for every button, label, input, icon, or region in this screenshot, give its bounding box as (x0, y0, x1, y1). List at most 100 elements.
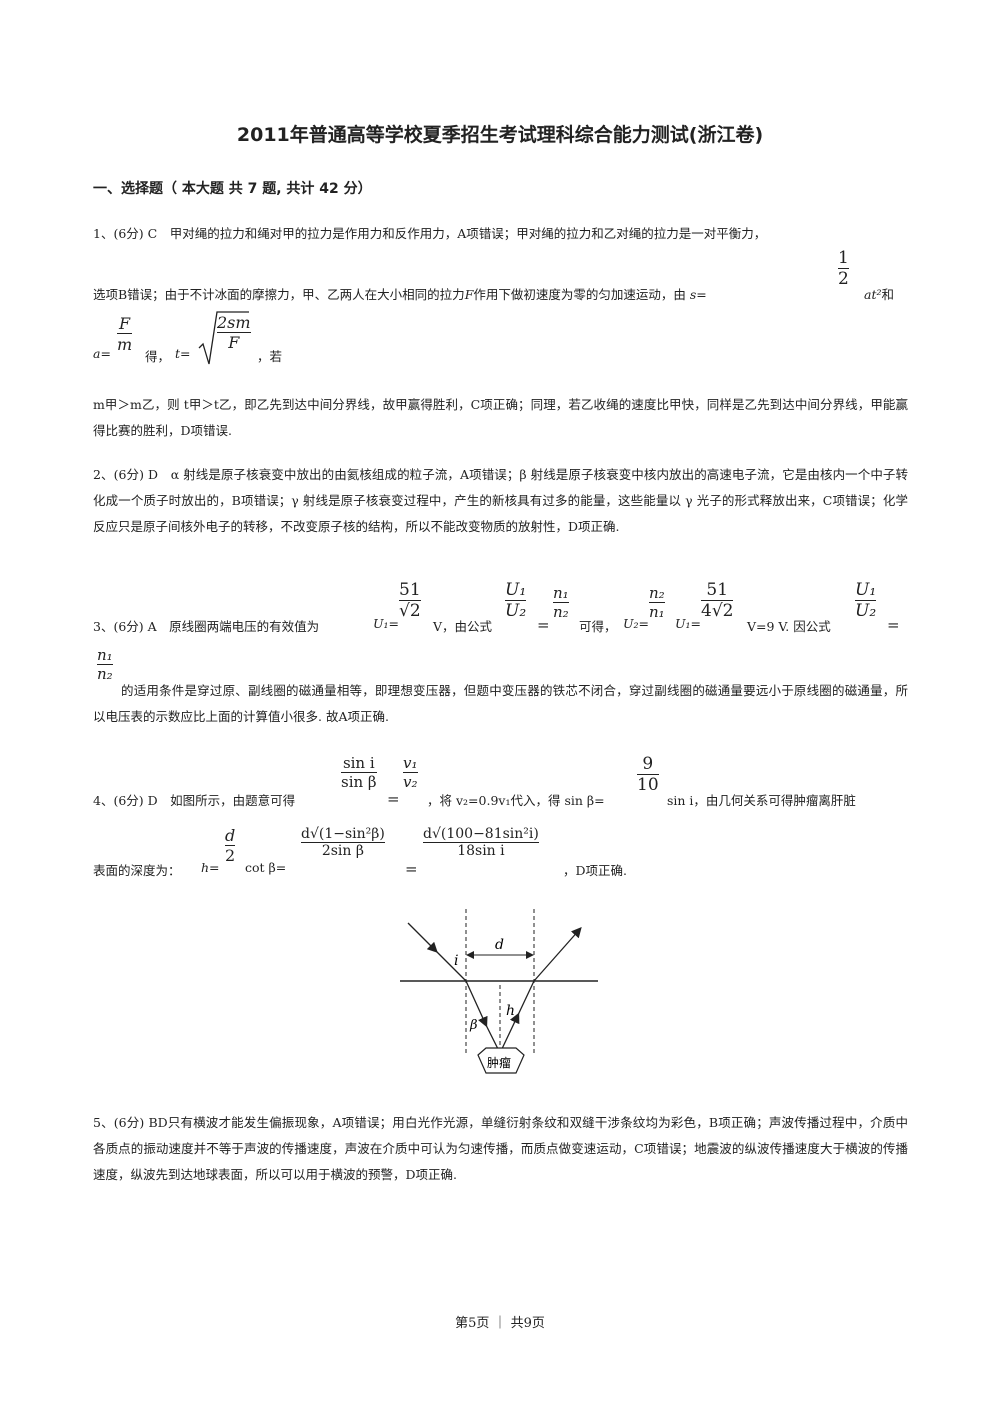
emergent-ray (533, 927, 582, 982)
q3-v-comma: V，由公式 (433, 619, 493, 634)
q4-depth: 表面的深度为： (93, 863, 181, 878)
q3-u2-b: U₂ (855, 600, 877, 621)
q4-d2-fraction: d 2 (225, 826, 236, 865)
q4-eq: = (387, 790, 400, 808)
page-title: 2011年普通高等学校夏季招生考试理科综合能力测试(浙江卷) (236, 124, 764, 146)
label-h: h (506, 1003, 515, 1019)
q3-n1: n₁ (553, 584, 569, 602)
q3-n1-c: n₁ (97, 646, 113, 664)
q3-r51-den: 4√2 (701, 600, 734, 621)
q4-sin-fraction: sin i sin β (341, 754, 377, 791)
q4-sini: sin i (342, 754, 375, 772)
q1-s-eq: s= (689, 287, 707, 302)
refracted-ray-up-2 (517, 980, 535, 1016)
refracted-ray-up (499, 1012, 520, 1054)
q3-formula-row: 3、(6分) A 原线圈两端电压的有效值为 U₁= 51 √2 V，由公式 U₁… (93, 578, 913, 638)
q3-u-fraction: U₁ U₂ (505, 580, 527, 621)
label-i: i (454, 953, 458, 969)
q3-u1-b: U₁ (855, 580, 877, 600)
q3-n2: n₂ (553, 602, 569, 621)
label-beta: β (469, 1018, 478, 1033)
q4-cot: cot β= (245, 860, 287, 875)
q3-u1-mid: U₁= (675, 616, 702, 631)
q1-fm-den: m (117, 333, 133, 354)
q4-f2-den: 18sin i (423, 842, 539, 859)
q1-de: 得， (145, 349, 171, 364)
section-heading: 一、选择题（ 本大题 共 7 题, 共计 42 分） (93, 181, 372, 197)
q3-n2-top: n₂ (649, 584, 665, 602)
q4-d: d (225, 826, 236, 845)
label-d: d (495, 937, 504, 953)
q4-ten: 10 (637, 774, 659, 795)
incident-ray (435, 950, 467, 982)
q3-r51-num: 51 (706, 580, 729, 600)
q1-root-fraction: 2sm F (217, 313, 251, 352)
q3-u2-eq: U₂= (623, 616, 650, 631)
q1-fm-num: F (119, 314, 131, 333)
q4-sinb: sin β (341, 772, 377, 791)
q3-result: V=9 V. 因公式 (747, 619, 831, 634)
q1-text-c: 作用下做初速度为零的匀加速运动，由 (473, 287, 686, 302)
q1-root-den: F (217, 332, 251, 352)
q3-eq: = (537, 616, 550, 634)
q1-a-eq: a= (93, 346, 111, 361)
q1-sqrt-sign (198, 311, 249, 365)
q4-formula-row-1: 4、(6分) D 如图所示，由题意可得 sin i sin β = v₁ v₂ … (93, 752, 913, 812)
q4-v-fraction: v₁ v₂ (403, 754, 418, 791)
q1-force-var: F (464, 287, 474, 302)
q1-half-num: 1 (838, 248, 849, 268)
q4-h-eq: h= (201, 860, 220, 875)
incident-ray-arrow (407, 922, 438, 953)
q4-f1-fraction: d√(1−sin²β) 2sin β (301, 826, 385, 859)
q1-root-num: 2sm (217, 313, 251, 332)
q3-n1-bottom: n₁ (649, 602, 665, 621)
q3-v51-den: √2 (399, 600, 421, 621)
q4-intro: 4、(6分) D 如图所示，由题意可得 (93, 793, 296, 808)
q3-n-fraction-2: n₁ n₂ (97, 646, 113, 683)
q3-u1-eq: U₁= (373, 616, 400, 631)
q4-v2: v₂ (403, 772, 418, 791)
q4-eq-2: = (405, 860, 418, 878)
refraction-diagram: d i h β 肿瘤 (400, 909, 598, 1074)
q3-intro: 3、(6分) A 原线圈两端电压的有效值为 (93, 619, 320, 634)
q4-end: ，D项正确. (563, 863, 627, 878)
q1-and: 和 (881, 287, 895, 302)
q1-half-den: 2 (838, 268, 849, 289)
q1-line2: 选项B错误；由于不计冰面的摩擦力，甲、乙两人在大小相同的拉力F作用下做初速度为零… (93, 282, 908, 308)
q3-eq-2: = (887, 616, 900, 634)
q4-tail: sin i，由几何关系可得肿瘤离肝脏 (667, 793, 856, 808)
q3-r51-fraction: 51 4√2 (701, 580, 734, 621)
q3-u1: U₁ (505, 580, 527, 600)
label-tumor: 肿瘤 (487, 1055, 511, 1070)
q3-u2: U₂ (505, 600, 527, 621)
q5-paragraph: 5、(6分) BD只有横波才能发生偏振现象，A项错误；用白光作光源，单缝衍射条纹… (93, 1115, 908, 1182)
q1-fm-fraction: F m (117, 314, 133, 354)
q1-line1: 1、(6分) C 甲对绳的拉力和绳对甲的拉力是作用力和反作用力，A项错误；甲对绳… (93, 226, 767, 241)
q4-v1: v₁ (403, 754, 418, 772)
q1-half-fraction: 1 2 (838, 248, 849, 289)
q4-ratio-fraction: 9 10 (637, 754, 659, 795)
q1-at2: at² (864, 287, 882, 302)
q1-formula-row: a= F m 得， t= 2sm F ，若 (93, 310, 393, 370)
q3-n-fraction: n₁ n₂ (553, 584, 569, 621)
tumor-shape (477, 1047, 525, 1074)
refracted-ray-down (465, 980, 488, 1028)
q4-nine: 9 (642, 754, 654, 774)
page-footer: 第5页 ｜ 共9页 (455, 1316, 545, 1331)
q3-u-fraction-2: U₁ U₂ (855, 580, 877, 621)
q4-f2-fraction: d√(100−81sin²i) 18sin i (423, 826, 539, 859)
q1-ruo: ，若 (257, 349, 283, 364)
q3-n21-fraction: n₂ n₁ (649, 584, 665, 621)
q2-paragraph: 2、(6分) D α 射线是原子核衰变中放出的由氦核组成的粒子流，A项错误；β … (93, 467, 908, 534)
q3-paragraph: 的适用条件是穿过原、副线圈的磁通量相等，即理想变压器，但题中变压器的铁芯不闭合，… (93, 683, 908, 724)
q1-t-eq: t= (175, 346, 191, 361)
q4-two: 2 (225, 845, 236, 865)
q1-at2-group: at²和 (864, 282, 914, 308)
q3-v51-fraction: 51 √2 (399, 580, 421, 621)
q4-formula-row-2: 表面的深度为： h= d 2 cot β= d√(1−sin²β) 2sin β… (93, 822, 913, 882)
q4-mid: ，将 v₂=0.9v₁代入，得 sin β= (427, 793, 605, 808)
q4-f1-num: d√(1−sin²β) (301, 826, 385, 842)
q3-kede: 可得， (579, 619, 617, 634)
q3-v51-num: 51 (399, 580, 421, 600)
q3-n2-c: n₂ (97, 664, 113, 683)
